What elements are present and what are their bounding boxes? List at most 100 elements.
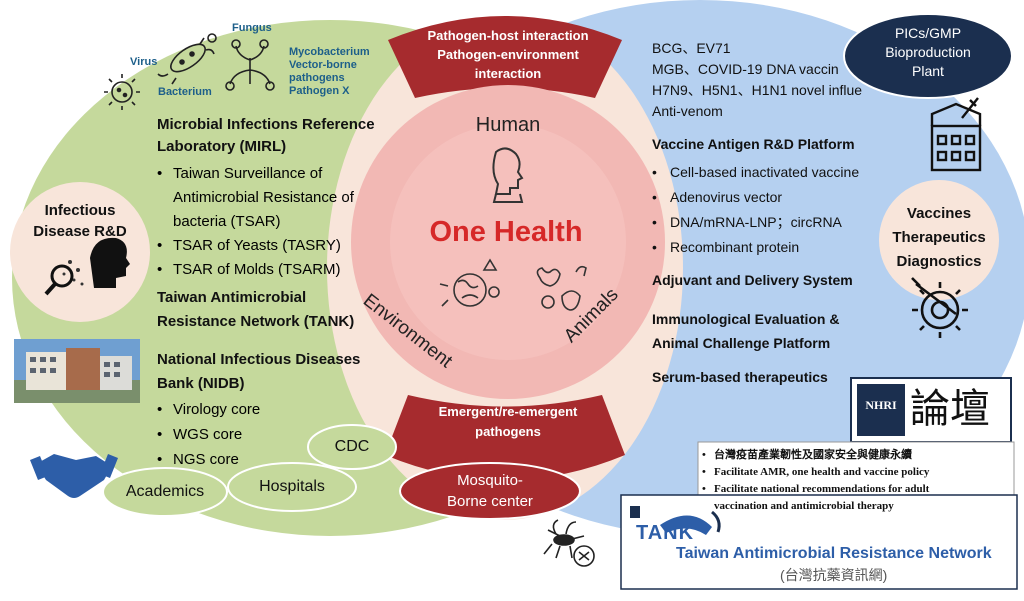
vaccine-products: BCG、EV71 MGB、COVID-19 DNA vaccin H7N9、H5… — [652, 38, 868, 122]
platform-title: Vaccine Antigen R&D Platform — [652, 136, 855, 152]
mosquito-line2: Borne center — [447, 493, 533, 510]
hospitals-oval — [227, 462, 357, 512]
vaccine-product-line1: BCG、EV71 — [652, 40, 731, 56]
cdc-label: CDC — [334, 438, 370, 455]
mosquito-icon — [543, 519, 595, 567]
building-photo — [14, 339, 140, 403]
forum-list: •台灣疫苗產業韌性及國家安全與健康永續 •Facilitate AMR, one… — [702, 447, 1010, 515]
pics-line2: Bioproduction — [885, 44, 971, 60]
nidb-title-line1: National Infectious Diseases — [157, 351, 361, 368]
top-banner-line1: Pathogen-host interaction — [427, 28, 589, 43]
forum-item: vaccination and antimicrobial therapy — [714, 500, 894, 512]
fungus-icon — [225, 39, 275, 91]
adjuvant-label: Adjuvant and Delivery System — [652, 272, 853, 288]
mirl-item: TSAR of Yeasts (TASRY) — [173, 237, 341, 254]
nidb-title-line2: Bank (NIDB) — [157, 375, 245, 392]
pathogens-label: pathogens — [289, 72, 345, 84]
mosquito-line1: Mosquito- — [457, 472, 523, 489]
virus-icon — [104, 74, 140, 110]
nidb-item: WGS core — [173, 426, 243, 443]
academics-oval — [102, 467, 228, 517]
fungus-label: Fungus — [232, 22, 272, 34]
pics-oval — [843, 13, 1013, 99]
nidb-list: •Virology core •WGS core •NGS core — [157, 401, 261, 468]
bottom-banner-text: Emergent/re-emergent pathogens — [410, 402, 606, 442]
immuno-label: Immunological Evaluation & Animal Challe… — [652, 307, 839, 355]
factory-icon — [930, 97, 982, 172]
vtd-line1: Vaccines — [906, 205, 972, 222]
gear-syringe-icon — [911, 277, 968, 338]
tank-title: Taiwan Antimicrobial Resistance Network … — [157, 286, 354, 334]
vtd-circle — [879, 180, 999, 300]
mirl-item: TSAR of Molds (TSARM) — [173, 261, 341, 278]
bacterium-label: Bacterium — [158, 86, 212, 98]
virus-label: Virus — [130, 56, 158, 68]
nidb-item: NGS core — [173, 451, 239, 468]
nidb-item: Virology core — [173, 401, 261, 418]
handshake-icon — [30, 454, 118, 498]
tank-word: TANK — [636, 522, 695, 544]
mirl-list: •Taiwan Surveillance of Antimicrobial Re… — [157, 165, 354, 278]
forum-title: 論壇 — [910, 386, 990, 432]
mirl-item: bacteria (TSAR) — [173, 213, 281, 230]
mosquito-oval — [399, 462, 581, 520]
nidb-title: National Infectious Diseases Bank (NIDB) — [157, 348, 360, 396]
mirl-title-line2: Laboratory (MIRL) — [157, 138, 287, 155]
idrd-line1: Infectious — [44, 202, 116, 219]
top-banner-text: Pathogen-host interaction Pathogen-envir… — [390, 26, 626, 83]
tank-box — [620, 494, 1018, 590]
platform-item: DNA/mRNA-LNP；circRNA — [670, 214, 842, 230]
pics-label: PICs/GMP Bioproduction Plant — [868, 24, 988, 81]
platform-list: •Cell-based inactivated vaccine •Adenovi… — [652, 164, 860, 255]
vtd-label: Vaccines Therapeutics Diagnostics — [880, 202, 998, 274]
platform-item: Adenovirus vector — [670, 189, 783, 205]
mirl-item: Taiwan Surveillance of — [173, 165, 323, 182]
platform-item: Recombinant protein — [670, 239, 800, 255]
academics-label: Academics — [125, 483, 205, 500]
tank-title-line1: Taiwan Antimicrobial — [157, 289, 307, 306]
vtd-line2: Therapeutics — [892, 229, 986, 246]
vtd-line3: Diagnostics — [896, 253, 982, 270]
tank-chinese-name: (台灣抗藥資訊網) — [780, 567, 888, 583]
mirl-title-line1: Microbial Infections Reference — [157, 116, 375, 133]
tank-logo-icon — [630, 506, 721, 535]
top-banner-line2: Pathogen-environment — [437, 47, 579, 62]
platform-item: Cell-based inactivated vaccine — [670, 164, 860, 180]
cdc-oval — [307, 424, 397, 470]
forum-item: Facilitate national recommendations for … — [714, 483, 930, 495]
hospitals-label: Hospitals — [259, 478, 325, 495]
vaccine-product-line2: MGB、COVID-19 DNA vaccin — [652, 61, 839, 77]
bottom-banner-shape — [385, 395, 625, 480]
mirl-item: Antimicrobial Resistance of — [173, 189, 354, 206]
vector-borne-label: Vector-borne — [289, 59, 357, 71]
mosquito-label: Mosquito- Borne center — [410, 470, 570, 512]
forum-item: 台灣疫苗產業韌性及國家安全與健康永續 — [714, 449, 912, 461]
head-cough-icon — [44, 237, 130, 296]
top-banner-shape — [388, 16, 622, 98]
serum-label: Serum-based therapeutics — [652, 369, 828, 385]
bottom-banner-line1: Emergent/re-emergent — [438, 404, 578, 419]
one-health-title: One Health — [429, 216, 583, 248]
other-pathogens: Mycobacterium Vector-borne pathogens Pat… — [289, 46, 370, 98]
human-label: Human — [475, 114, 541, 136]
idrd-line2: Disease R&D — [33, 223, 127, 240]
environment-icon — [439, 258, 500, 307]
vaccine-product-line3: H7N9、H5N1、H1N1 novel influe — [652, 82, 863, 98]
nhri-logo-text: NHRI — [865, 398, 897, 412]
forum-item: Facilitate AMR, one health and vaccine p… — [714, 466, 930, 478]
animals-icon — [536, 265, 587, 311]
tank-title-line2: Resistance Network (TANK) — [157, 313, 355, 330]
tank-full-name: Taiwan Antimicrobial Resistance Network — [676, 545, 992, 562]
vaccine-product-line4: Anti-venom — [652, 103, 723, 119]
nhri-logo — [857, 384, 905, 436]
idrd-label: Infectious Disease R&D — [20, 200, 140, 242]
pics-line3: Plant — [912, 63, 944, 79]
mycobacterium-label: Mycobacterium — [289, 46, 370, 58]
bottom-banner-line2: pathogens — [475, 424, 541, 439]
human-head-icon — [492, 147, 524, 203]
pics-line1: PICs/GMP — [894, 25, 962, 41]
top-banner-line3: interaction — [474, 66, 542, 81]
pathogen-x-label: Pathogen X — [289, 85, 350, 97]
